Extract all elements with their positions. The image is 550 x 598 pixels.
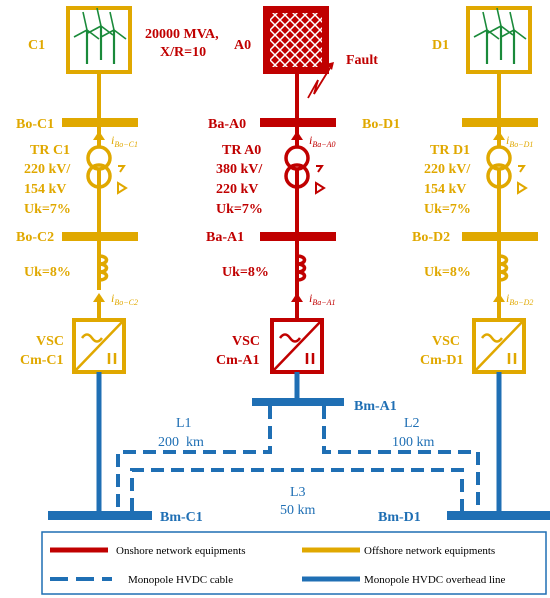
bus-label-bm-c1: Bm-C1	[160, 510, 203, 525]
left-feeder: C1 Bo-C1 iBo−C1 TR C1 220 kV/ 154 kV Uk=…	[16, 6, 138, 374]
fault-label: Fault	[346, 53, 378, 68]
transformer-tr-d1	[486, 145, 528, 195]
cable-l1	[116, 406, 272, 511]
legend-offshore: Offshore network equipments	[364, 545, 495, 557]
transformer-name-a0: TR A0	[222, 143, 261, 158]
legend-overhead: Monopole HVDC overhead line	[364, 574, 506, 586]
reactor-uk-a: Uk=8%	[222, 265, 269, 280]
cable-l2	[322, 406, 480, 511]
current-label-bo-c2: iBo−C2	[111, 291, 138, 307]
hvdc-network: Bm-A1 Bm-C1 Bm-D1 L1 200 km L2 100 km L3…	[48, 372, 550, 525]
legend-cable: Monopole HVDC cable	[128, 574, 233, 586]
vsc-label-a1-line1: VSC	[232, 334, 260, 349]
bus-label-bm-d1: Bm-D1	[378, 510, 421, 525]
busbar-bo-d1	[462, 118, 538, 127]
busbar-bo-c2	[62, 232, 138, 241]
transformer-voltage-d1-lv: 154 kV	[424, 182, 466, 197]
bus-label-bm-a1: Bm-A1	[354, 399, 397, 414]
current-arrow-icon	[291, 131, 303, 140]
reactor-a	[296, 254, 307, 282]
legend: Onshore network equipments Offshore netw…	[41, 531, 547, 595]
source-label-d1: D1	[432, 38, 449, 53]
bus-label-ba-a1: Ba-A1	[206, 230, 244, 245]
vsc-converter-c1	[72, 318, 126, 374]
center-feeder: 20000 MVA, X/R=10 A0 Fault Ba-A0 iBa−A0 …	[145, 6, 378, 374]
line-length-l2: 100 km	[392, 435, 435, 450]
vsc-converter-d1	[472, 318, 526, 374]
transformer-voltage-a0-hv: 380 kV/	[216, 162, 263, 177]
current-label-bo-d2: iBo−D2	[506, 291, 533, 307]
current-arrow-icon	[493, 293, 505, 302]
vsc-label-a1-line2: Cm-A1	[216, 353, 260, 368]
line-length-l3: 50 km	[280, 503, 316, 518]
line-label-l2: L2	[404, 416, 420, 431]
transformer-uk-c1: Uk=7%	[24, 202, 71, 217]
reactor-d	[498, 254, 509, 282]
current-arrow-icon	[93, 293, 105, 302]
bus-label-bo-c2: Bo-C2	[16, 230, 54, 245]
busbar-bm-d1	[447, 511, 550, 520]
transformer-uk-a0: Uk=7%	[216, 202, 263, 217]
source-label-c1: C1	[28, 38, 45, 53]
current-arrow-icon	[93, 131, 105, 140]
bus-label-bo-d2: Bo-D2	[412, 230, 450, 245]
wind-turbine-icon	[72, 6, 128, 66]
vsc-label-d1-line1: VSC	[432, 334, 460, 349]
reactor-uk-d: Uk=8%	[424, 265, 471, 280]
transformer-voltage-c1-lv: 154 kV	[24, 182, 66, 197]
busbar-bo-c1	[62, 118, 138, 127]
right-feeder: D1 Bo-D1 iBo−D1 TR D1 220 kV/ 154 kV Uk=…	[362, 6, 538, 374]
vsc-converter-a1	[270, 318, 324, 374]
current-label-ba-a0: iBa−A0	[309, 133, 336, 149]
reactor-uk-c: Uk=8%	[24, 265, 71, 280]
transformer-name-c1: TR C1	[30, 143, 70, 158]
transformer-tr-c1	[86, 145, 128, 195]
wind-turbine-icon	[472, 6, 528, 66]
busbar-ba-a0	[260, 118, 336, 127]
bus-label-bo-d1: Bo-D1	[362, 117, 400, 132]
bus-label-bo-c1: Bo-C1	[16, 117, 54, 132]
cable-l3	[130, 468, 464, 511]
busbar-bo-d2	[462, 232, 538, 241]
busbar-bm-c1	[48, 511, 152, 520]
bus-label-ba-a0: Ba-A0	[208, 117, 246, 132]
busbar-ba-a1	[260, 232, 336, 241]
source-rating: 20000 MVA,	[145, 27, 219, 42]
line-label-l3: L3	[290, 485, 306, 500]
line-length-l1: 200 km	[158, 435, 204, 450]
current-label-bo-d1: iBo−D1	[506, 133, 533, 149]
fault-icon	[307, 62, 334, 99]
vsc-label-d1-line2: Cm-D1	[420, 353, 464, 368]
busbar-bm-a1	[252, 398, 344, 406]
current-label-bo-c1: iBo−C1	[111, 133, 138, 149]
transformer-uk-d1: Uk=7%	[424, 202, 471, 217]
current-arrow-icon	[291, 293, 303, 302]
transformer-voltage-a0-lv: 220 kV	[216, 182, 258, 197]
current-arrow-icon	[493, 131, 505, 140]
reactor-c	[98, 254, 109, 282]
vsc-label-c1-line1: VSC	[36, 334, 64, 349]
current-label-ba-a1: iBa−A1	[309, 291, 336, 307]
vsc-label-c1-line2: Cm-C1	[20, 353, 64, 368]
transformer-name-d1: TR D1	[430, 143, 470, 158]
source-xr: X/R=10	[160, 45, 206, 60]
transformer-voltage-d1-hv: 220 kV/	[424, 162, 471, 177]
transformer-tr-a0	[284, 145, 326, 195]
source-label-a0: A0	[234, 38, 251, 53]
transformer-voltage-c1-hv: 220 kV/	[24, 162, 71, 177]
legend-onshore: Onshore network equipments	[116, 545, 246, 557]
line-label-l1: L1	[176, 416, 192, 431]
